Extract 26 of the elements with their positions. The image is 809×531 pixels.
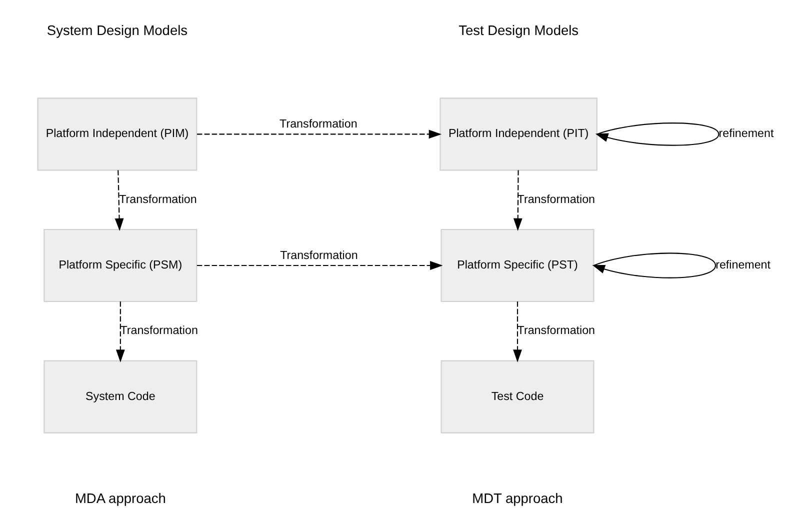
arrow bbox=[196, 261, 442, 270]
edge-label: Transformation bbox=[120, 324, 198, 338]
node-box: Platform Independent (PIT) bbox=[439, 98, 597, 171]
edge-label: Transformation bbox=[516, 192, 595, 206]
edge-label: Transformation bbox=[118, 192, 196, 206]
node-box: System Code bbox=[43, 360, 197, 434]
arrow bbox=[594, 122, 719, 146]
edge-label: Transformation bbox=[279, 118, 357, 131]
edge-label: refinement bbox=[718, 127, 774, 140]
arrow bbox=[114, 170, 124, 232]
arrow bbox=[592, 252, 716, 278]
node-box: Platform Independent (PIM) bbox=[36, 98, 197, 171]
edge-label: refinement bbox=[715, 258, 770, 272]
node-box: Test Code bbox=[440, 360, 594, 434]
label: System Design Models bbox=[46, 23, 188, 38]
edge-label: Transformation bbox=[280, 248, 358, 262]
arrow bbox=[512, 170, 522, 232]
node-box: Platform Specific (PSM) bbox=[43, 228, 197, 302]
label: Test Design Models bbox=[458, 23, 578, 38]
arrow bbox=[512, 302, 522, 362]
node-box: Platform Specific (PST) bbox=[440, 228, 594, 302]
edge-label: Transformation bbox=[516, 324, 595, 338]
label: MDT approach bbox=[472, 491, 562, 506]
arrow bbox=[115, 302, 124, 362]
label: MDA approach bbox=[74, 491, 166, 506]
arrow bbox=[196, 130, 442, 139]
